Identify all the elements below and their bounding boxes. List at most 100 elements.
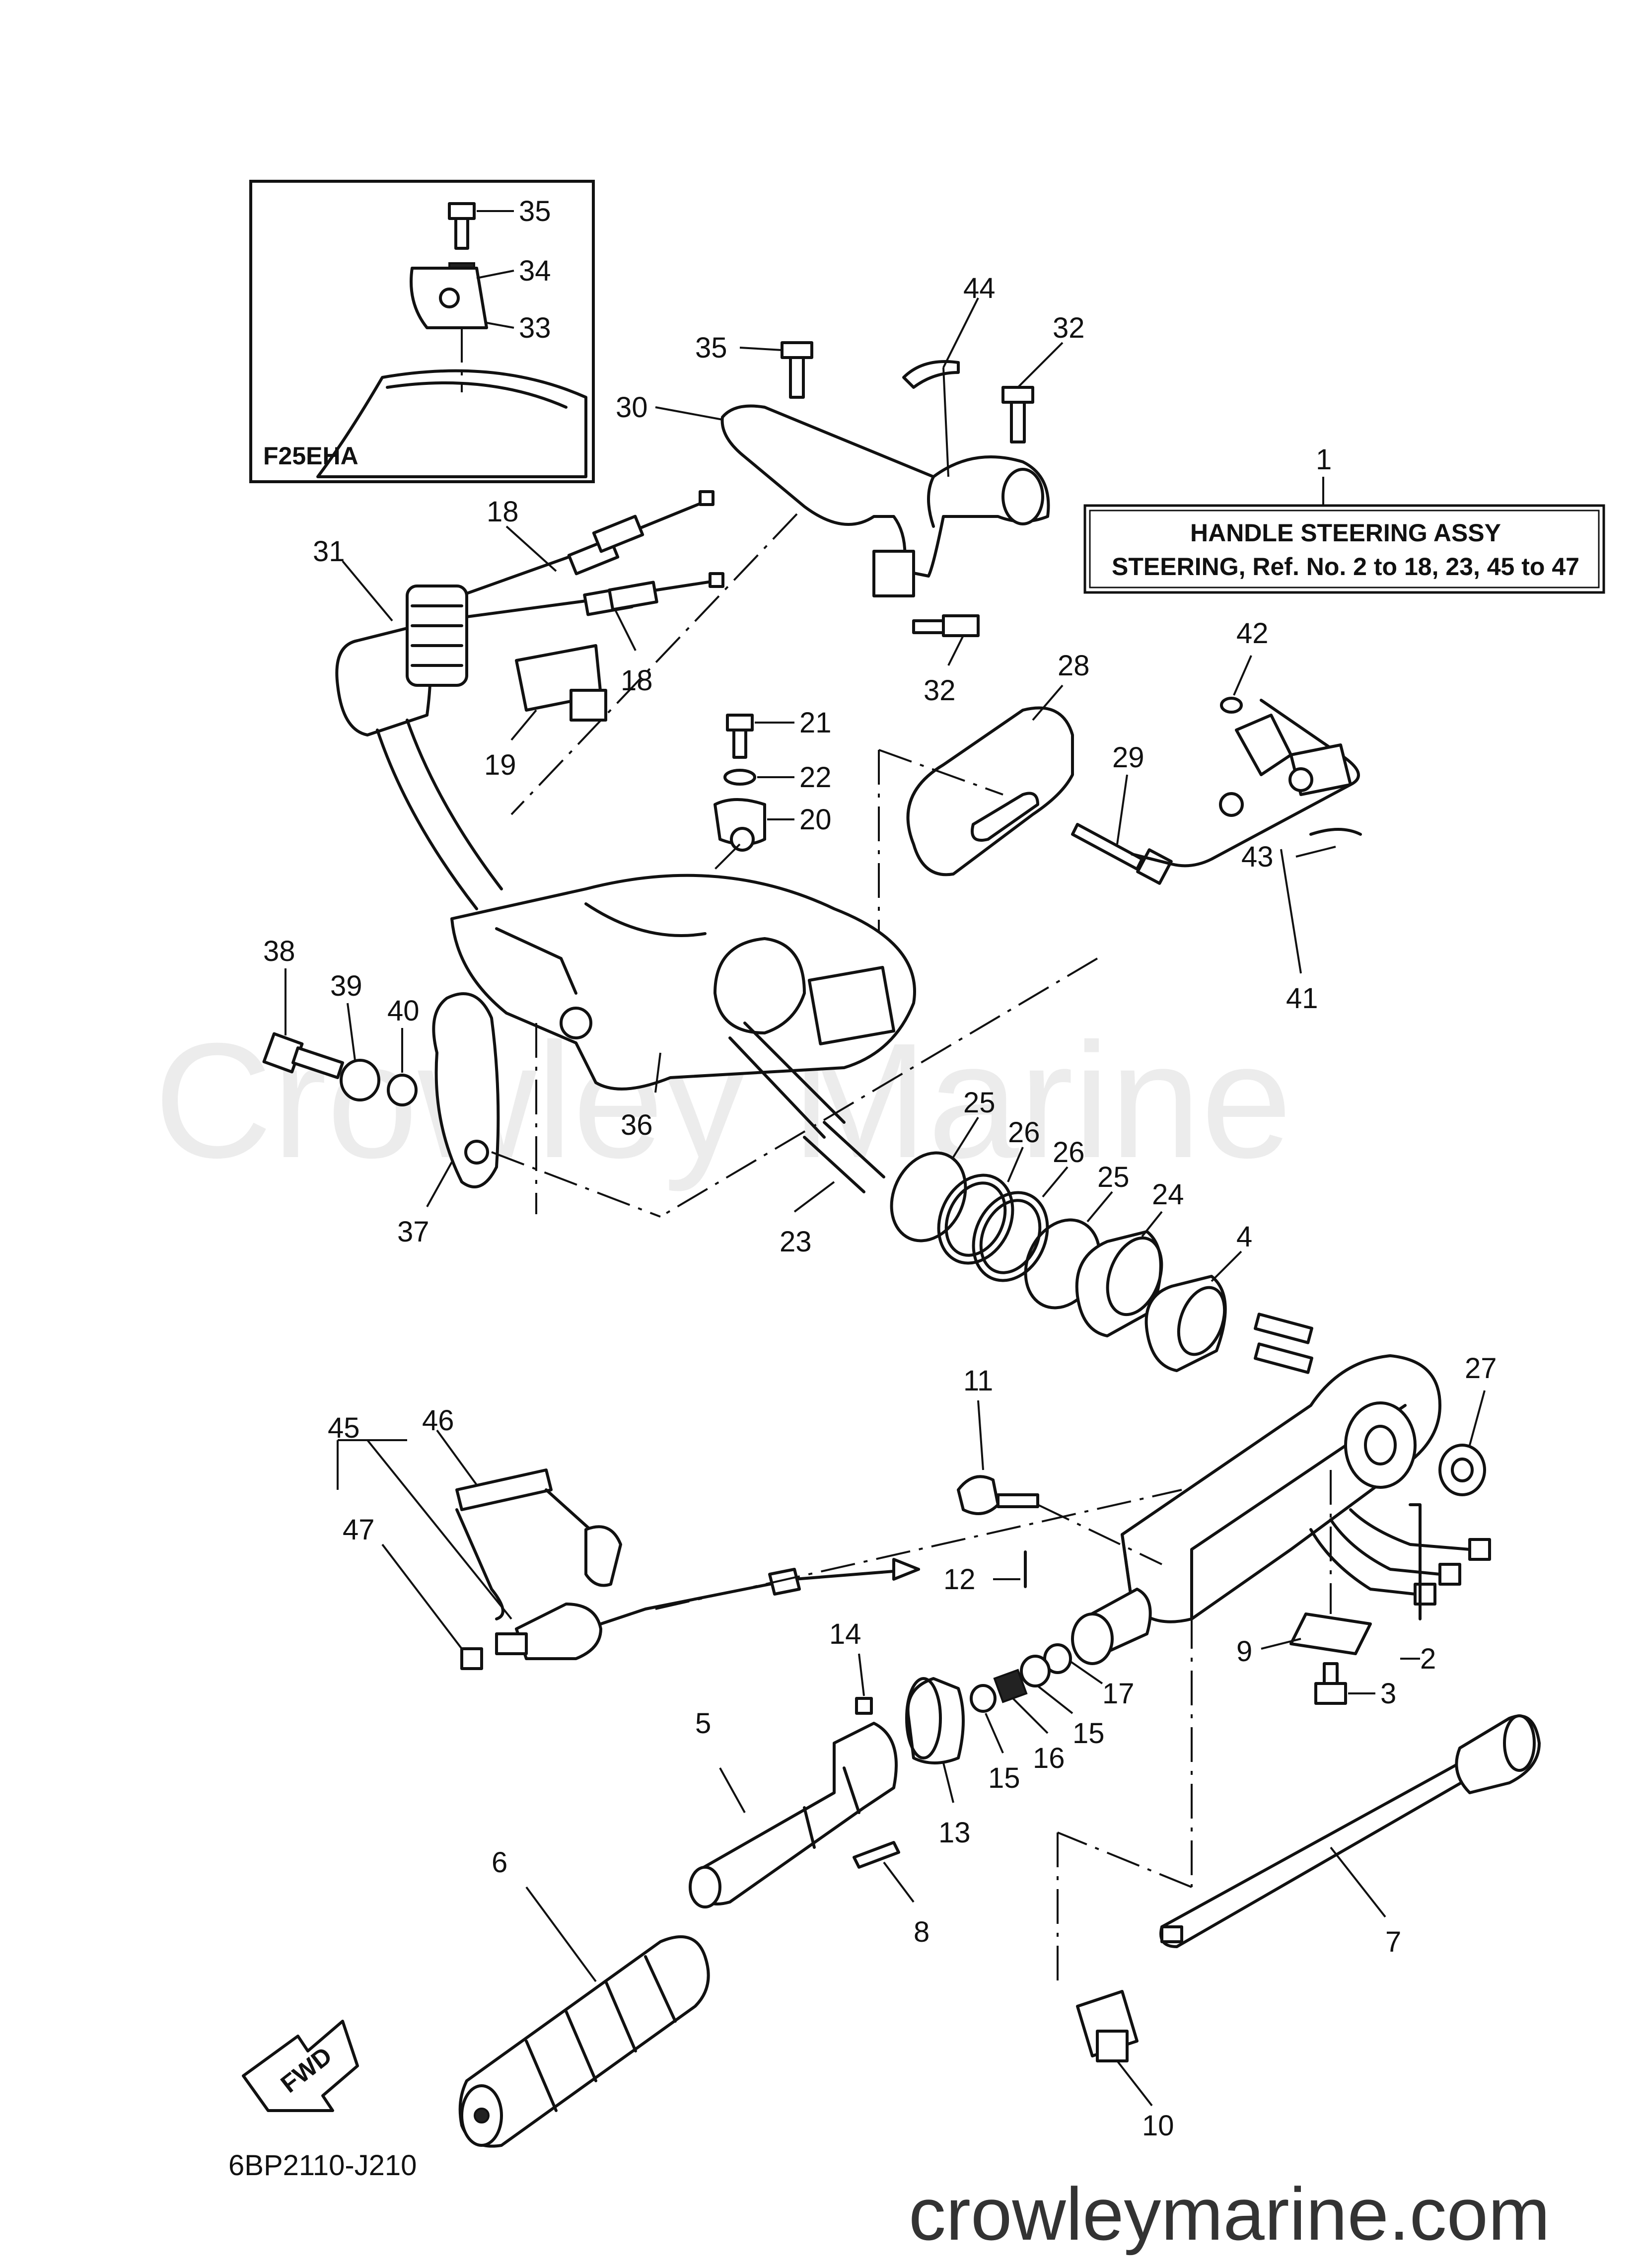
inset-screw-35 xyxy=(448,202,476,220)
inset-frame xyxy=(249,180,595,483)
ring-26a: 26 xyxy=(937,1116,1040,1265)
assy-box: HANDLE STEERING ASSY STEERING, Ref. No. … xyxy=(1083,443,1605,594)
assy-box-line1: HANDLE STEERING ASSY xyxy=(1190,519,1501,547)
washer-40: 40 xyxy=(387,995,420,1106)
screw-14: 14 xyxy=(829,1618,873,1715)
bracket-36: 36 xyxy=(450,874,916,1141)
label-32a: 32 xyxy=(1053,312,1085,344)
fwd-arrow: FWD xyxy=(242,2020,359,2112)
drawing-code: 6BP2110-J210 xyxy=(228,2149,417,2182)
lever-37: 37 xyxy=(397,992,500,1248)
cover-28: 28 xyxy=(906,650,1090,877)
inset-screw-35-shank xyxy=(454,217,469,250)
label-3: 3 xyxy=(1380,1678,1396,1710)
label-35b: 35 xyxy=(695,332,727,364)
ring-26b: 26 xyxy=(972,1136,1085,1282)
label-37: 37 xyxy=(397,1216,429,1248)
pad-44: 44 xyxy=(902,272,996,477)
pin-12: 12 xyxy=(943,1550,1027,1596)
link-43: 43 xyxy=(1241,828,1362,873)
cap-47: 47 xyxy=(343,1514,483,1670)
ring-25a: 25 xyxy=(890,1087,996,1243)
throttle-rod-7: 7 xyxy=(1159,1714,1541,1958)
label-2: 2 xyxy=(1420,1643,1436,1675)
label-16: 16 xyxy=(1033,1742,1065,1774)
label-22: 22 xyxy=(799,761,832,794)
lanyard-46: 46 xyxy=(422,1404,622,1620)
label-25b: 25 xyxy=(1097,1161,1130,1193)
label-10: 10 xyxy=(1142,2110,1174,2142)
bushing-24: 24 xyxy=(1075,1178,1184,1337)
label-29: 29 xyxy=(1112,741,1144,774)
label-12: 12 xyxy=(943,1563,976,1596)
grommet-31: 31 xyxy=(313,535,503,910)
block-10: 10 xyxy=(1076,1990,1174,2142)
shaft-23: 23 xyxy=(780,1121,885,1258)
inset-cowl-line xyxy=(386,381,568,409)
label-27: 27 xyxy=(1465,1352,1497,1385)
label-9: 9 xyxy=(1236,1635,1252,1668)
bolt-21: 21 xyxy=(726,707,832,759)
washer-17: 17 xyxy=(1043,1643,1135,1710)
label-31: 31 xyxy=(313,535,345,568)
label-34: 34 xyxy=(519,255,551,287)
throttle-shaft-5: 5 xyxy=(689,1707,898,1908)
plate-9: 9 xyxy=(1236,1470,1372,1668)
chain-line-30 xyxy=(510,513,798,815)
label-44: 44 xyxy=(963,272,996,304)
label-30: 30 xyxy=(616,391,648,424)
label-28: 28 xyxy=(1058,650,1090,682)
cover-30-ridge xyxy=(927,475,935,528)
inset-cowl xyxy=(316,369,587,478)
inset-model-label: F25EHA xyxy=(263,442,358,470)
assy-box-outer xyxy=(1083,504,1605,594)
label-5: 5 xyxy=(695,1707,711,1740)
collar-39: 39 xyxy=(330,970,380,1101)
label-19: 19 xyxy=(484,749,516,781)
label-8: 8 xyxy=(914,1916,929,1948)
label-26a: 26 xyxy=(1008,1116,1040,1149)
label-47: 47 xyxy=(343,1514,375,1546)
label-41: 41 xyxy=(1286,982,1318,1015)
clamp-20: 20 xyxy=(714,798,832,852)
label-23: 23 xyxy=(780,1226,812,1258)
label-38: 38 xyxy=(263,935,295,967)
cover-30-boss xyxy=(1001,468,1044,525)
washer-15a: 15 xyxy=(970,1684,1020,1794)
label-4: 4 xyxy=(1236,1221,1252,1253)
label-1: 1 xyxy=(1316,443,1332,476)
grip-6: 6 xyxy=(458,1846,710,2148)
label-36: 36 xyxy=(621,1109,653,1141)
chain-line-41 xyxy=(659,957,1098,1218)
screw-32-bottom: 32 xyxy=(912,614,980,707)
rod-41: 41 xyxy=(1131,699,1360,1015)
label-15b: 15 xyxy=(1072,1717,1105,1750)
spring-16: 16 xyxy=(993,1669,1065,1774)
label-13: 13 xyxy=(938,1817,971,1849)
bolt-38: 38 xyxy=(262,935,344,1079)
clip-19: 19 xyxy=(484,644,607,781)
bushing-4: 4 xyxy=(1144,1221,1252,1372)
label-43: 43 xyxy=(1241,841,1274,873)
label-46: 46 xyxy=(422,1404,454,1437)
label-18b: 18 xyxy=(621,664,653,697)
chain-line-7b xyxy=(1057,1831,1192,1888)
label-15a: 15 xyxy=(988,1762,1020,1794)
assy-box-inner xyxy=(1089,510,1600,588)
label-35: 35 xyxy=(519,195,551,227)
stop-switch-45: 45 xyxy=(328,1412,1182,1660)
label-21: 21 xyxy=(799,707,832,739)
label-24: 24 xyxy=(1152,1178,1184,1211)
cables-18: 18 18 xyxy=(430,490,724,697)
screw-35: 35 xyxy=(695,332,813,399)
label-11: 11 xyxy=(963,1365,993,1397)
label-42: 42 xyxy=(1236,617,1269,650)
site-footer: crowleymarine.com xyxy=(909,2172,1550,2256)
assy-box-line2: STEERING, Ref. No. 2 to 18, 23, 45 to 47 xyxy=(1112,553,1579,581)
chain-line-37b xyxy=(491,1151,661,1218)
cover-30-body xyxy=(720,404,1050,578)
clip-42: 42 xyxy=(1220,617,1269,714)
cover-30-clip xyxy=(872,550,915,597)
inset-bracket-hole xyxy=(439,288,460,308)
